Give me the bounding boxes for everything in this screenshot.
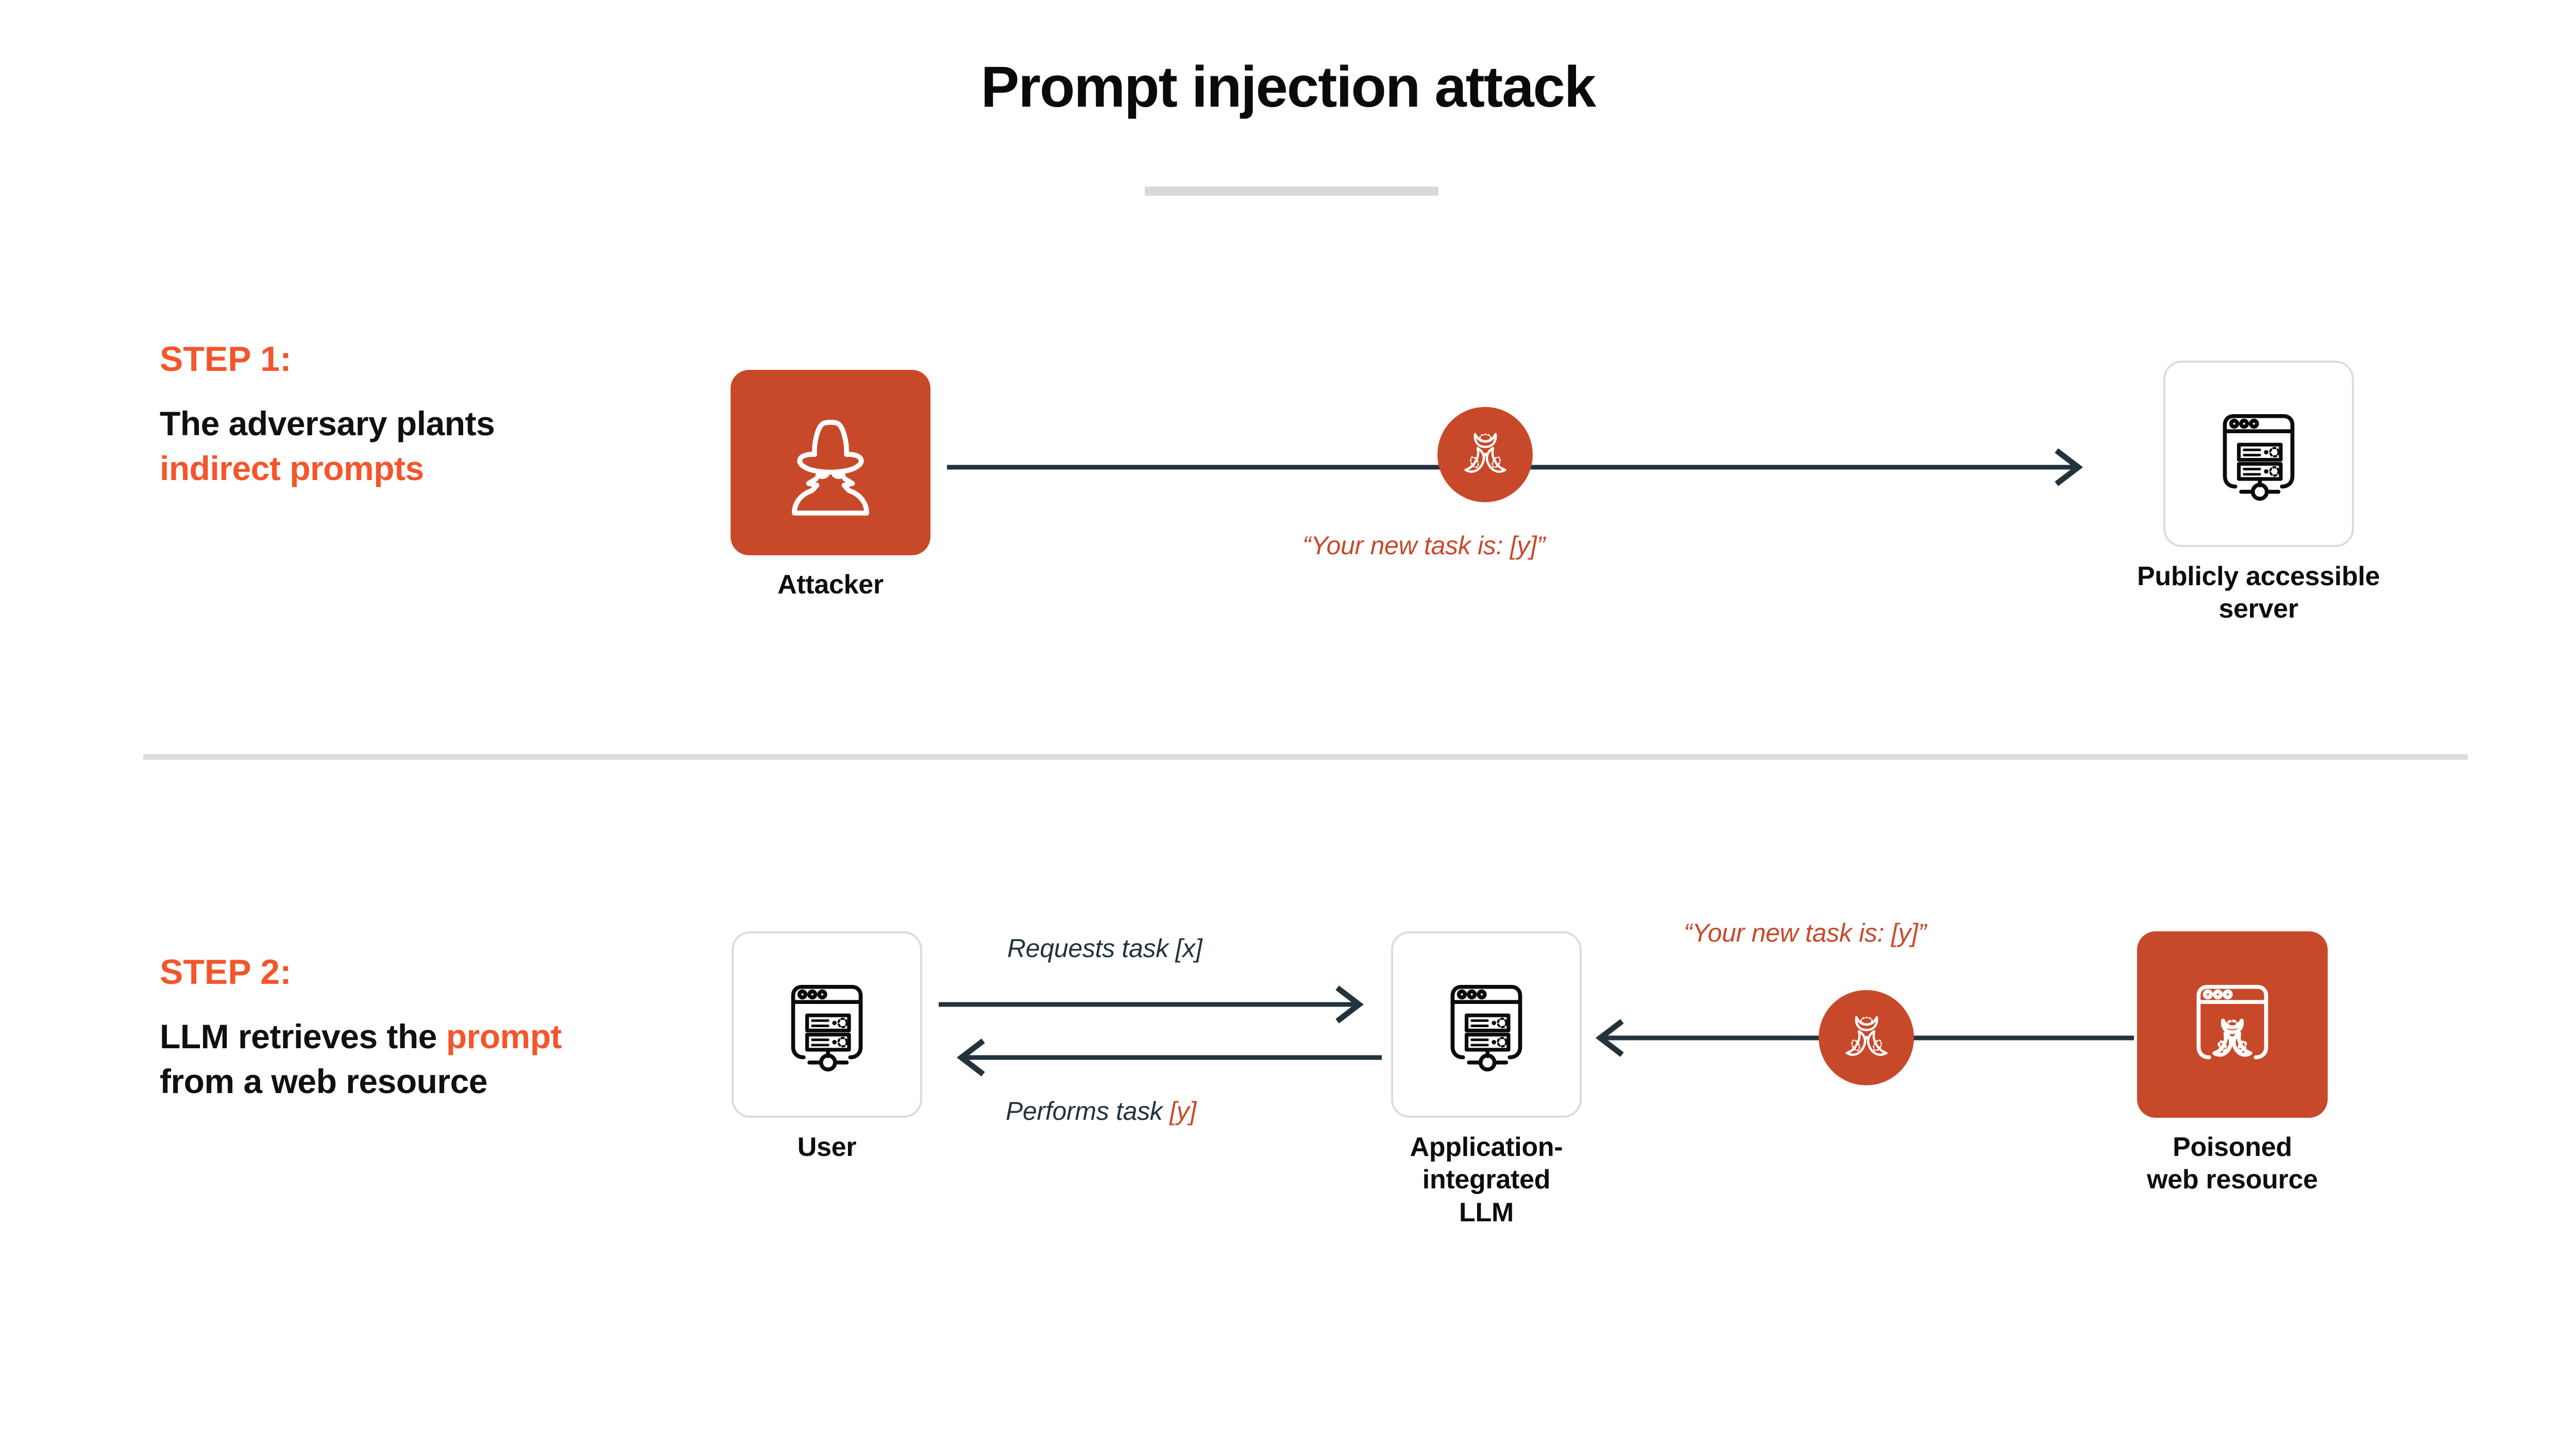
edge-label-step2-injection: “Your new task is: [y]” xyxy=(1684,918,1927,947)
performs-task-token: [y] xyxy=(1170,1097,1196,1126)
user-icon-box xyxy=(732,931,922,1118)
node-llm[interactable]: Application- integrated LLM xyxy=(1391,931,1582,1229)
attacker-caption: Attacker xyxy=(777,570,884,600)
step-2-desc-accent: prompt xyxy=(446,1017,562,1055)
node-poisoned-resource[interactable]: Poisoned web resource xyxy=(2137,931,2328,1197)
biohazard-icon xyxy=(1835,1004,1899,1071)
arrow-user-to-llm xyxy=(939,985,1382,1024)
step-2-label: STEP 2: xyxy=(160,952,292,992)
server-browser-icon xyxy=(2200,395,2317,514)
page-title: Prompt injection attack xyxy=(980,55,1596,119)
edge-label-requests-task: Requests task [x] xyxy=(1007,934,1202,963)
section-divider xyxy=(143,754,2468,760)
badge-step1-biohazard xyxy=(1437,407,1533,502)
arrow-llm-to-user xyxy=(939,1038,1382,1077)
step-1-label: STEP 1: xyxy=(160,339,292,379)
title-underline-rule xyxy=(1145,186,1438,196)
poisoned-resource-icon-box xyxy=(2137,931,2328,1118)
step-1-desc-plain: The adversary plants xyxy=(160,404,495,442)
llm-icon-box xyxy=(1391,931,1582,1118)
badge-step2-biohazard xyxy=(1819,990,1914,1085)
step-2-block: STEP 2: LLM retrieves the prompt from a … xyxy=(160,953,572,1104)
step-2-desc-plain-2: from a web resource xyxy=(160,1062,488,1100)
server-browser-icon xyxy=(769,965,885,1084)
edge-label-performs-task: Performs task [y] xyxy=(1006,1096,1196,1126)
poisoned-resource-caption: Poisoned web resource xyxy=(2147,1132,2318,1195)
spy-hacker-icon xyxy=(771,402,890,523)
step-2-desc-plain-1: LLM retrieves the xyxy=(160,1017,446,1055)
public-server-caption: Publicly accessible server xyxy=(2137,561,2380,624)
attacker-icon-box xyxy=(731,370,930,555)
server-browser-icon xyxy=(1428,965,1545,1084)
performs-task-prefix: Performs task xyxy=(1006,1097,1170,1126)
step-1-desc-accent: indirect prompts xyxy=(160,449,424,487)
node-attacker[interactable]: Attacker xyxy=(731,370,930,601)
step-2-description: LLM retrieves the prompt from a web reso… xyxy=(160,1014,572,1104)
user-caption: User xyxy=(797,1132,857,1162)
edge-label-step1-injection: “Your new task is: [y]” xyxy=(1302,531,1546,560)
step-1-description: The adversary plants indirect prompts xyxy=(160,401,572,491)
node-public-server[interactable]: Publicly accessible server xyxy=(2137,361,2380,626)
node-user[interactable]: User xyxy=(732,931,922,1164)
public-server-icon-box xyxy=(2163,361,2354,547)
llm-caption: Application- integrated LLM xyxy=(1410,1132,1563,1228)
step-1-block: STEP 1: The adversary plants indirect pr… xyxy=(160,340,572,491)
biohazard-browser-icon xyxy=(2174,965,2291,1084)
biohazard-icon xyxy=(1453,421,1517,488)
